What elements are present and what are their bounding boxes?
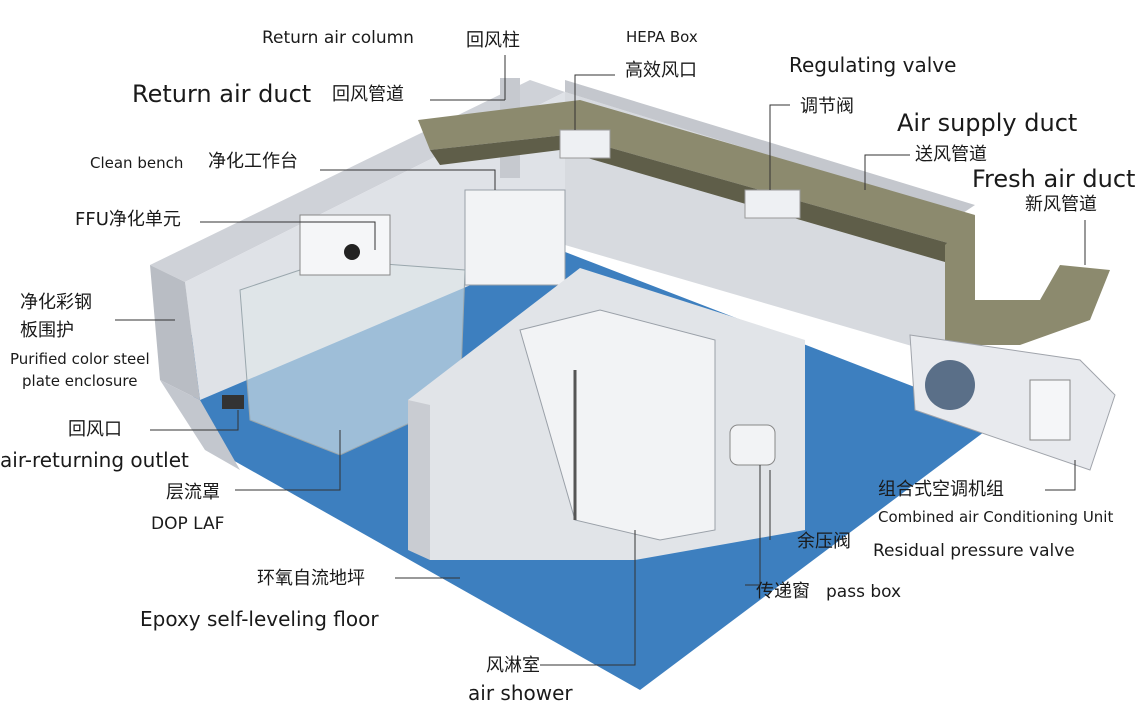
label-hepa-box-en: HEPA Box bbox=[626, 28, 698, 46]
pass-box bbox=[729, 424, 776, 466]
regulating-valve bbox=[744, 189, 801, 219]
label-epoxy-floor-cn: 环氧自流地坪 bbox=[257, 568, 365, 589]
label-enclosure-cn-1: 净化彩钢 bbox=[20, 292, 92, 313]
label-enclosure-cn-2: 板围护 bbox=[20, 320, 74, 341]
label-return-air-duct-cn: 回风管道 bbox=[332, 84, 404, 105]
label-fresh-air-duct-cn: 新风管道 bbox=[1025, 194, 1097, 215]
label-return-air-column-en: Return air column bbox=[262, 28, 414, 48]
front-partition-left bbox=[408, 400, 430, 560]
label-dop-laf-cn: 层流罩 bbox=[166, 482, 220, 503]
return-air-outlet bbox=[222, 395, 244, 409]
label-ffu: FFU净化单元 bbox=[75, 209, 181, 230]
label-residual-valve-en: Residual pressure valve bbox=[873, 541, 1075, 561]
label-ahu-cn: 组合式空调机组 bbox=[878, 479, 1004, 500]
left-end-wall bbox=[150, 265, 200, 400]
supply-duct-side bbox=[430, 135, 955, 262]
supply-duct bbox=[418, 100, 975, 245]
label-hepa-box-cn: 高效风口 bbox=[625, 60, 697, 81]
hepa-box bbox=[559, 129, 611, 159]
label-ahu-en: Combined air Conditioning Unit bbox=[878, 508, 1114, 526]
clean-bench bbox=[464, 189, 566, 286]
ahu-fan bbox=[925, 360, 975, 410]
label-return-outlet-en: air-returning outlet bbox=[0, 448, 189, 472]
label-air-shower-en: air shower bbox=[468, 681, 573, 705]
label-return-air-duct-en: Return air duct bbox=[132, 80, 312, 108]
label-dop-laf-en: DOP LAF bbox=[151, 514, 225, 534]
ffu-unit bbox=[299, 214, 391, 276]
label-return-outlet-cn: 回风口 bbox=[68, 419, 122, 440]
label-pass-box-cn: 传递窗 bbox=[756, 581, 810, 602]
leader-lines bbox=[115, 55, 1086, 666]
label-residual-valve-cn: 余压阀 bbox=[797, 531, 851, 552]
label-enclosure-en-1: Purified color steel bbox=[10, 350, 150, 368]
left-front-wall bbox=[160, 380, 240, 470]
label-pass-box-en: pass box bbox=[826, 582, 902, 602]
ahu-coil bbox=[1029, 379, 1071, 441]
label-air-shower-cn: 风淋室 bbox=[486, 655, 540, 676]
label-regulating-valve-en: Regulating valve bbox=[789, 53, 957, 77]
label-regulating-valve-cn: 调节阀 bbox=[800, 96, 854, 117]
label-clean-bench-en: Clean bench bbox=[90, 154, 184, 172]
label-air-supply-duct-en: Air supply duct bbox=[897, 109, 1078, 137]
ffu-fan bbox=[344, 244, 360, 260]
label-epoxy-floor-en: Epoxy self-leveling floor bbox=[140, 607, 379, 631]
label-return-air-column-cn: 回风柱 bbox=[466, 30, 520, 51]
fresh-air-duct bbox=[945, 215, 1110, 345]
label-enclosure-en-2: plate enclosure bbox=[22, 372, 138, 390]
label-fresh-air-duct-en: Fresh air duct bbox=[972, 165, 1136, 193]
label-clean-bench-cn: 净化工作台 bbox=[208, 151, 298, 172]
label-air-supply-duct-cn: 送风管道 bbox=[915, 144, 987, 165]
